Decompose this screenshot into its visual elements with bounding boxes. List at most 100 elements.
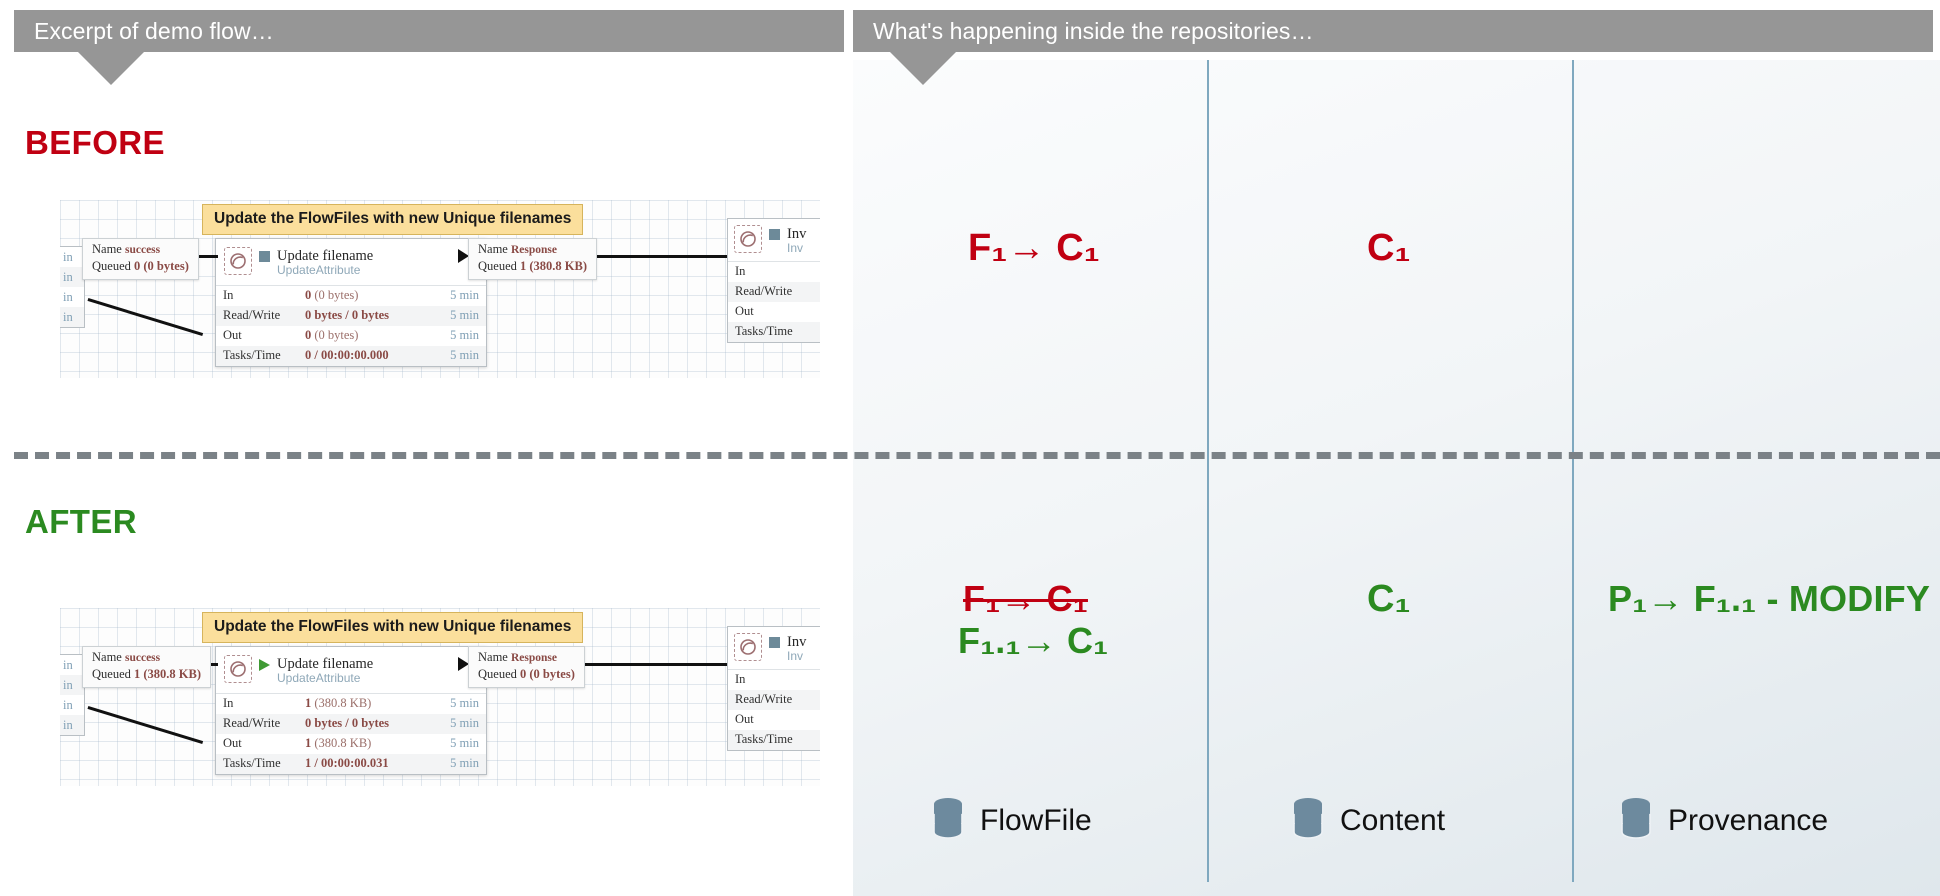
stat-row: Read/Write 0 bytes / 0 bytes 5 min	[216, 305, 486, 326]
processor-names: Update filename UpdateAttribute	[277, 247, 373, 278]
stat-row: Out 0 (0 bytes) 5 min	[216, 326, 486, 346]
section-separator	[14, 452, 1940, 459]
stat-row: Out	[735, 304, 754, 319]
sticky-note-before: Update the FlowFiles with new Unique fil…	[202, 204, 584, 235]
processor-header: Update filename UpdateAttribute	[216, 647, 486, 693]
stat-label: In	[223, 696, 234, 711]
processor-names: Update filename UpdateAttribute	[277, 655, 373, 686]
connection-name-row: Name success	[92, 242, 161, 256]
connection-info-response-after[interactable]: Name Response Queued 0 (0 bytes)	[468, 646, 585, 688]
nifi-canvas-after: in in in in Update the FlowFiles with ne…	[60, 608, 820, 786]
updateattribute-icon	[224, 247, 252, 275]
processor-state-stopped-icon	[769, 637, 780, 648]
repo-column-divider-1	[1207, 60, 1209, 882]
processor-type: Inv	[787, 649, 804, 664]
connection-name-row: Name success	[92, 650, 161, 664]
edge-processor-right-before[interactable]: Inv Inv In Read/Write Out Tasks/Time	[727, 218, 820, 343]
processor-type: UpdateAttribute	[277, 263, 361, 278]
stat-row: Tasks/Time	[728, 321, 820, 342]
connection-queued-row: Queued 1 (380.8 KB)	[478, 259, 588, 273]
stat-time: 5 min	[450, 736, 479, 751]
edge-row: in	[63, 249, 73, 264]
stat-value: 0 bytes / 0 bytes	[305, 716, 390, 731]
processor-header: Inv Inv	[728, 219, 820, 261]
repo-note-before-flowfile: F₁→ C₁	[968, 227, 1100, 269]
stat-label: Out	[223, 328, 242, 343]
stat-value: 0 bytes / 0 bytes	[305, 308, 390, 323]
processor-type: UpdateAttribute	[277, 671, 361, 686]
stat-row: In 1 (380.8 KB) 5 min	[216, 694, 486, 714]
stat-time: 5 min	[450, 756, 479, 771]
processor-stats-table: In Read/Write Out Tasks/Time	[728, 668, 820, 750]
stat-time: 5 min	[450, 328, 479, 343]
repo-label: Content	[1340, 803, 1446, 837]
processor-update-filename-before[interactable]: Update filename UpdateAttribute In 0 (0 …	[215, 238, 487, 367]
stat-time: 5 min	[450, 288, 479, 303]
connection-name-row: Name Response	[478, 650, 557, 664]
connection-info-success-after[interactable]: Name success Queued 1 (380.8 KB)	[82, 646, 212, 688]
repo-label: Provenance	[1668, 803, 1829, 837]
edge-processor-right-after[interactable]: Inv Inv In Read/Write Out Tasks/Time	[727, 626, 820, 751]
section-title-before: BEFORE	[25, 124, 165, 161]
processor-header: Update filename UpdateAttribute	[216, 239, 486, 285]
banner-left-pointer	[78, 52, 144, 85]
stat-value: 1 (380.8 KB)	[305, 696, 372, 711]
stat-value: 0 / 00:00:00.000	[305, 348, 389, 363]
processor-name: Inv	[787, 226, 807, 242]
processor-stats-table: In 1 (380.8 KB) 5 min Read/Write 0 bytes…	[216, 692, 486, 774]
processor-header: Inv Inv	[728, 627, 820, 669]
connection-info-response-before[interactable]: Name Response Queued 1 (380.8 KB)	[468, 238, 598, 280]
repo-note-after-flowfile-old: F₁→ C₁	[963, 578, 1088, 619]
stat-value: 0 (0 bytes)	[305, 288, 359, 303]
stat-value: 1 / 00:00:00.031	[305, 756, 389, 771]
repo-footer-content: Content	[1290, 797, 1445, 844]
stat-row: In	[735, 264, 746, 279]
edge-row: in	[60, 267, 84, 287]
edge-row: in	[60, 715, 84, 735]
invokehttp-icon	[734, 633, 762, 661]
stat-value: 1 (380.8 KB)	[305, 736, 372, 751]
stat-row: In 0 (0 bytes) 5 min	[216, 286, 486, 306]
banner-left: Excerpt of demo flow…	[14, 10, 844, 52]
connection-queued-row: Queued 0 (0 bytes)	[478, 667, 575, 681]
edge-row: in	[63, 657, 73, 672]
stat-label: Read/Write	[223, 308, 281, 323]
database-icon	[1290, 797, 1326, 844]
edge-row: in	[60, 675, 84, 695]
updateattribute-icon	[224, 655, 252, 683]
stat-label: Tasks/Time	[223, 348, 281, 363]
processor-names: Inv Inv	[787, 633, 806, 664]
processor-update-filename-after[interactable]: Update filename UpdateAttribute In 1 (38…	[215, 646, 487, 775]
repo-note-after-content: C₁	[1367, 578, 1411, 620]
stat-label: Read/Write	[223, 716, 281, 731]
processor-name: Update filename	[277, 656, 374, 672]
invokehttp-icon	[734, 225, 762, 253]
banner-right: What's happening inside the repositories…	[853, 10, 1933, 52]
connection-info-success-before[interactable]: Name success Queued 0 (0 bytes)	[82, 238, 199, 280]
database-icon	[1618, 797, 1654, 844]
edge-processor-left-after[interactable]: in in in in	[60, 654, 85, 736]
processor-state-stopped-icon	[769, 229, 780, 240]
stat-row: Out 1 (380.8 KB) 5 min	[216, 734, 486, 754]
processor-type: Inv	[787, 241, 804, 256]
connection-line-right	[488, 663, 728, 666]
stat-row: Read/Write 0 bytes / 0 bytes 5 min	[216, 713, 486, 734]
connection-line-right	[488, 255, 728, 258]
stat-row: Read/Write	[728, 281, 820, 302]
stat-label: Tasks/Time	[223, 756, 281, 771]
banner-left-text: Excerpt of demo flow…	[34, 17, 274, 44]
stat-value: 0 (0 bytes)	[305, 328, 359, 343]
repo-note-after-provenance: P₁→ F₁.₁ - MODIFY	[1608, 578, 1931, 619]
stat-row: Tasks/Time 1 / 00:00:00.031 5 min	[216, 753, 486, 774]
section-title-after: AFTER	[25, 503, 137, 540]
repo-footer-flowfile: FlowFile	[930, 797, 1092, 844]
repo-column-divider-2	[1572, 60, 1574, 882]
stat-time: 5 min	[450, 348, 479, 363]
edge-processor-left-before[interactable]: in in in in	[60, 246, 85, 328]
stat-row: Read/Write	[728, 689, 820, 710]
sticky-note-after: Update the FlowFiles with new Unique fil…	[202, 612, 584, 643]
nifi-canvas-before: in in in in Update the FlowFiles with ne…	[60, 200, 820, 378]
processor-state-running-icon	[259, 659, 270, 671]
connection-line-diagonal	[87, 298, 204, 336]
